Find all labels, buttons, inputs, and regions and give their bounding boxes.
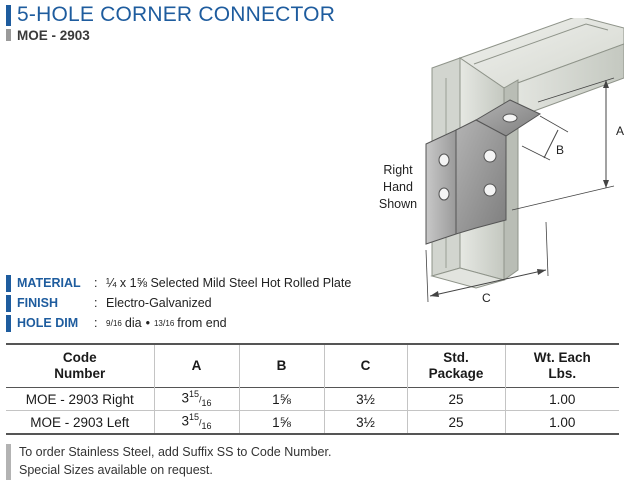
cell-package: 25 xyxy=(407,387,506,411)
footer-line-2: Special Sizes available on request. xyxy=(19,463,213,477)
hole-end-numerator: 13 xyxy=(153,318,163,328)
dimension-c-ext-right xyxy=(545,221,549,277)
spec-hole-dim: HOLE DIM : 9/16 dia • 13/16 from end xyxy=(6,313,351,333)
hole-dim-value: 9/16 dia • 13/16 from end xyxy=(106,316,227,330)
connector-front-face xyxy=(455,119,507,235)
spec-colon: : xyxy=(94,296,98,310)
dimension-b-label: B xyxy=(556,143,564,157)
hole-end-denominator: 16 xyxy=(165,318,175,328)
col-header-package: Std.Package xyxy=(407,344,506,388)
hole-end-text: from end xyxy=(177,316,227,330)
horizontal-channel-lip xyxy=(473,23,609,65)
hole-dia-numerator: 9 xyxy=(106,318,111,328)
dimension-c-arrow-right xyxy=(537,269,546,275)
connector-side-face xyxy=(425,129,457,245)
cell-weight: 1.00 xyxy=(549,414,576,430)
cell-weight: 1.00 xyxy=(549,391,576,407)
note-line-3: Shown xyxy=(378,197,418,211)
dimension-b-ext-top xyxy=(539,115,569,133)
material-value: ¼ x 1⅝ Selected Mild Steel Hot Rolled Pl… xyxy=(106,276,352,290)
cell-c: 3½ xyxy=(324,410,408,434)
dimension-a-arrow-top xyxy=(603,80,609,88)
spec-material: MATERIAL : ¼ x 1⅝ Selected Mild Steel Ho… xyxy=(6,273,351,293)
spec-accent-bar xyxy=(6,294,11,312)
finish-label: FINISH xyxy=(17,296,58,310)
front-hole-4 xyxy=(483,183,497,197)
col-header-a: A xyxy=(154,344,240,388)
footer-line-1: To order Stainless Steel, add Suffix SS … xyxy=(19,445,332,459)
hole-dia-denominator: 16 xyxy=(112,318,122,328)
subtitle-row: MOE - 2903 xyxy=(6,27,90,43)
note-line-2: Hand xyxy=(383,180,413,194)
front-hole-2 xyxy=(438,187,450,201)
dimension-c-arrow-left xyxy=(430,291,439,297)
dimension-b-ext-bottom xyxy=(521,145,551,161)
note-line-1: Right xyxy=(383,163,413,177)
front-hole-3 xyxy=(483,149,497,163)
spec-accent-bar xyxy=(6,274,11,292)
spec-accent-bar xyxy=(6,314,11,332)
title-row: 5-HOLE CORNER CONNECTOR xyxy=(6,2,335,28)
material-label: MATERIAL xyxy=(17,276,81,290)
table-row: MOE - 2903 Right 315/16 1⅝ 3½ 25 1.00 xyxy=(6,387,619,411)
table-row: MOE - 2903 Left 315/16 1⅝ 3½ 25 1.00 xyxy=(6,410,619,434)
dimension-a-arrow-bottom xyxy=(603,180,609,188)
dimension-c-ext-left xyxy=(425,249,429,303)
dimension-a-ext-bottom xyxy=(511,185,615,211)
footer-accent-bar xyxy=(6,444,11,480)
dimension-c-line xyxy=(429,269,547,297)
cell-b: 1⅝ xyxy=(239,410,325,434)
col-header-c: C xyxy=(324,344,408,388)
top-hole xyxy=(502,113,518,123)
title-accent-bar xyxy=(6,4,11,26)
hole-separator: • xyxy=(145,316,150,330)
cell-a: 315/16 xyxy=(154,410,240,434)
cell-c: 3½ xyxy=(324,387,408,411)
cell-b: 1⅝ xyxy=(239,387,325,411)
corner-connector-illustration: A B C xyxy=(425,18,624,305)
cell-package: 25 xyxy=(407,410,506,434)
page-title: 5-HOLE CORNER CONNECTOR xyxy=(17,3,336,26)
col-header-b: B xyxy=(239,344,325,388)
hole-dia-text: dia xyxy=(124,316,142,330)
dimension-a-ext-top xyxy=(537,77,615,103)
part-number: MOE - 2903 xyxy=(17,27,90,43)
front-hole-1 xyxy=(438,153,450,167)
cell-a: 315/16 xyxy=(154,387,240,411)
footer-notes: To order Stainless Steel, add Suffix SS … xyxy=(6,443,331,480)
dimension-c-label: C xyxy=(482,291,491,305)
dimension-a-label: A xyxy=(616,124,624,138)
cell-code: MOE - 2903 Left xyxy=(6,410,155,434)
cell-code: MOE - 2903 Right xyxy=(6,387,155,411)
spec-colon: : xyxy=(94,276,98,290)
hole-dim-label: HOLE DIM xyxy=(17,316,79,330)
right-hand-note: Right Hand Shown xyxy=(376,162,420,213)
specifications: MATERIAL : ¼ x 1⅝ Selected Mild Steel Ho… xyxy=(6,273,351,333)
footer-text: To order Stainless Steel, add Suffix SS … xyxy=(19,443,331,480)
finish-value: Electro-Galvanized xyxy=(106,296,212,310)
spec-colon: : xyxy=(94,316,98,330)
subtitle-accent-bar xyxy=(6,29,11,41)
dimension-b-line xyxy=(543,129,559,159)
spec-finish: FINISH : Electro-Galvanized xyxy=(6,293,351,313)
